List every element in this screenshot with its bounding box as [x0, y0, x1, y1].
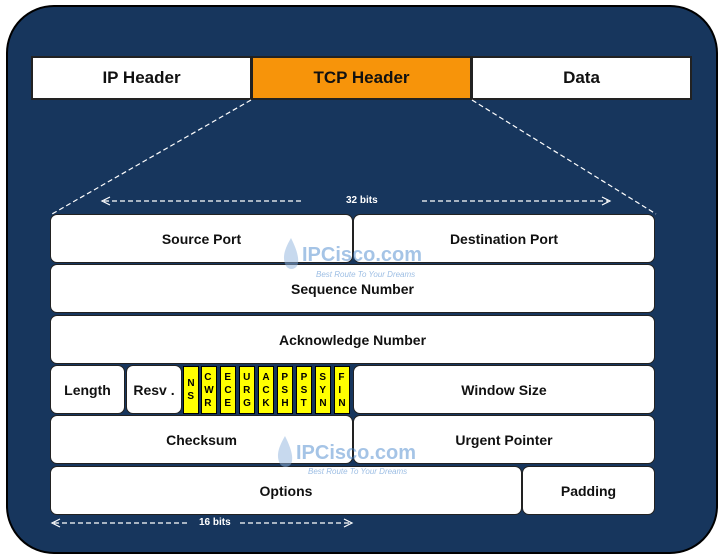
- destination-port-field: Destination Port: [353, 214, 655, 263]
- watermark-tagline-2: Best Route To Your Dreams: [308, 467, 408, 476]
- data-header: Data: [471, 56, 692, 100]
- watermark-logo-2: [274, 434, 296, 475]
- bits-16-label: 16 bits: [199, 517, 231, 528]
- expand-line-left: [51, 99, 252, 215]
- padding-field: Padding: [522, 466, 655, 515]
- urgent-pointer-field: Urgent Pointer: [353, 415, 655, 464]
- acknowledge-number-field: Acknowledge Number: [50, 315, 655, 364]
- reserved-field: Resv .: [126, 365, 182, 414]
- bits-32-label: 32 bits: [346, 195, 378, 206]
- window-size-field: Window Size: [353, 365, 655, 414]
- droplet-icon: [277, 436, 293, 467]
- expand-line-right: [471, 99, 657, 215]
- checksum-field: Checksum: [50, 415, 353, 464]
- watermark-tagline-1: Best Route To Your Dreams: [316, 270, 416, 279]
- watermark-text-2: IPCisco.com: [296, 442, 417, 464]
- watermark-logo-1: [280, 236, 302, 277]
- source-port-field: Source Port: [50, 214, 353, 263]
- droplet-icon: [283, 238, 299, 269]
- ip-header: IP Header: [31, 56, 252, 100]
- sequence-number-field: Sequence Number: [50, 264, 655, 313]
- watermark-text-1: IPCisco.com: [302, 244, 423, 266]
- length-field: Length: [50, 365, 125, 414]
